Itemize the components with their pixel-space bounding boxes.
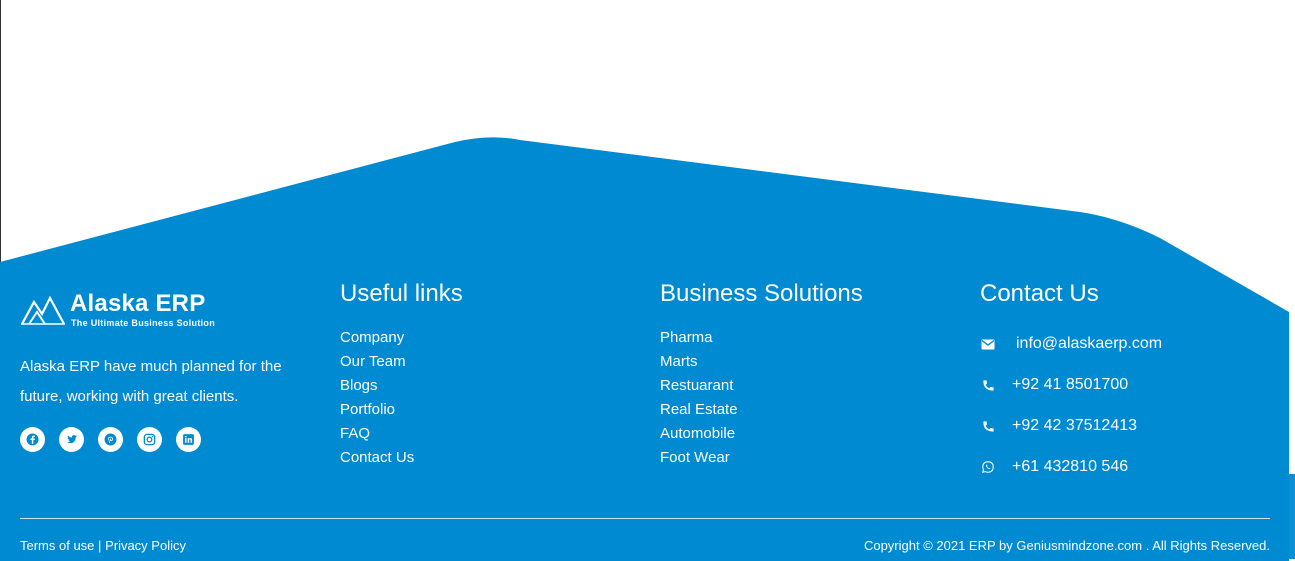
instagram-link[interactable] (137, 427, 162, 452)
copyright-text: Copyright © 2021 ERP by Geniusmindzone.c… (863, 538, 1270, 553)
link-portfolio[interactable]: Portfolio (340, 401, 396, 418)
social-links (20, 427, 215, 452)
link-faq[interactable]: FAQ (340, 425, 371, 442)
solution-real-estate[interactable]: Real Estate (660, 401, 738, 418)
useful-links-list: Company Our Team Blogs Portfolio FAQ Con… (340, 326, 414, 470)
solution-foot-wear[interactable]: Foot Wear (660, 449, 730, 466)
linkedin-link[interactable] (176, 427, 201, 452)
contact-whatsapp[interactable]: +61 432810 546 (980, 458, 1128, 476)
edge-strip (1289, 474, 1295, 559)
twitter-link[interactable] (59, 427, 84, 452)
phone-icon (980, 418, 996, 434)
solution-restuarant[interactable]: Restuarant (660, 377, 734, 394)
whatsapp-icon (980, 459, 996, 475)
pinterest-icon (104, 433, 117, 446)
facebook-icon (26, 433, 39, 446)
solution-pharma[interactable]: Pharma (660, 329, 713, 346)
brand-tagline: The Ultimate Business Solution (71, 318, 216, 328)
solution-marts[interactable]: Marts (660, 353, 698, 370)
linkedin-icon (183, 434, 194, 445)
contact-whatsapp-text: +61 432810 546 (1012, 458, 1129, 475)
useful-links-title: Useful links (340, 280, 463, 307)
link-blogs[interactable]: Blogs (340, 377, 378, 394)
contact-phone-2[interactable]: +92 42 37512413 (980, 417, 1137, 435)
contact-phone-2-text: +92 42 37512413 (1012, 417, 1138, 434)
legal-links: Terms of use | Privacy Policy (20, 538, 186, 553)
instagram-icon (143, 433, 156, 446)
privacy-policy-link[interactable]: Privacy Policy (105, 538, 186, 553)
phone-icon (980, 377, 996, 393)
contact-phone-1-text: +92 41 8501700 (1012, 376, 1129, 393)
terms-of-use-link[interactable]: Terms of use (20, 538, 95, 553)
legal-separator: | (98, 538, 102, 553)
link-our-team[interactable]: Our Team (340, 353, 406, 370)
contact-email-text: info@alaskaerp.com (1016, 335, 1163, 352)
brand-description: Alaska ERP have much planned for the fut… (20, 358, 282, 405)
contact-email[interactable]: info@alaskaerp.com (980, 335, 1162, 353)
pinterest-link[interactable] (98, 427, 123, 452)
mountain-logo-icon (21, 295, 65, 325)
email-icon (980, 336, 996, 352)
solution-automobile[interactable]: Automobile (660, 425, 736, 442)
business-solutions-list: Pharma Marts Restuarant Real Estate Auto… (660, 326, 738, 470)
facebook-link[interactable] (20, 427, 45, 452)
contact-phone-1[interactable]: +92 41 8501700 (980, 376, 1128, 394)
brand-name: Alaska ERP (70, 290, 206, 317)
business-solutions-title: Business Solutions (660, 280, 863, 307)
brand-logo[interactable]: Alaska ERP The Ultimate Business Solutio… (20, 290, 220, 330)
contact-title: Contact Us (980, 280, 1099, 307)
link-company[interactable]: Company (340, 329, 405, 346)
twitter-icon (67, 435, 77, 444)
footer-divider (20, 518, 1270, 519)
link-contact-us[interactable]: Contact Us (340, 449, 415, 466)
